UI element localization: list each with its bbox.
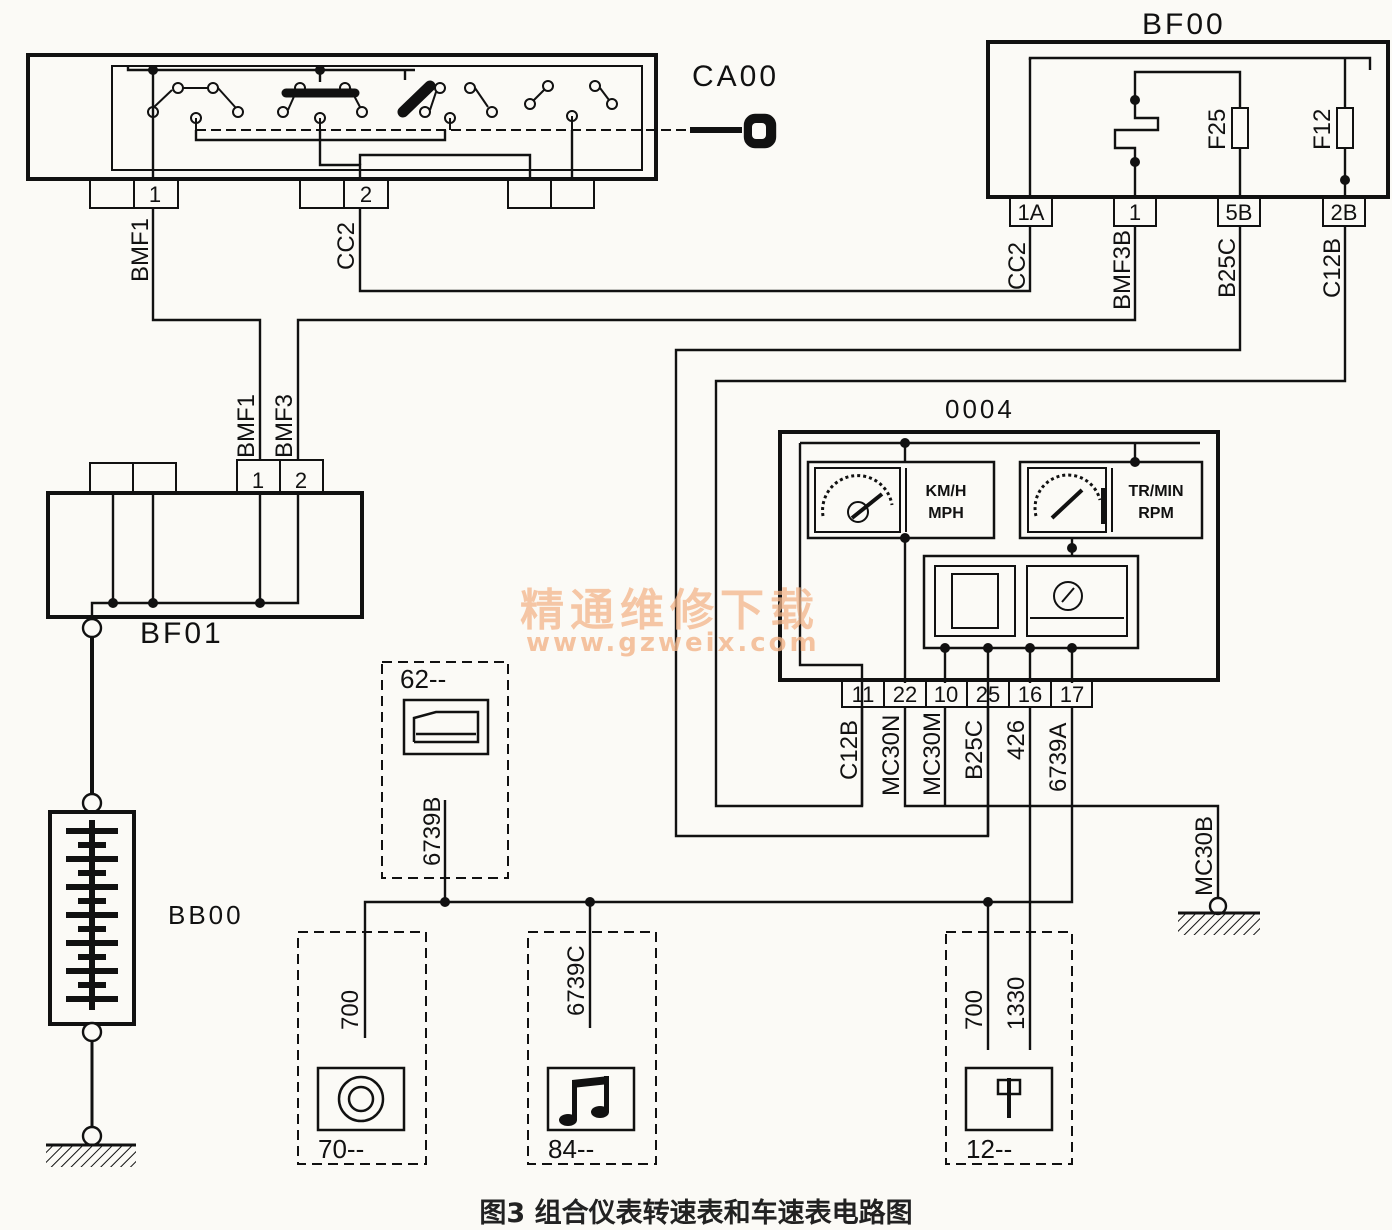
module-icons <box>316 698 1054 1132</box>
instrument-pin-10: 10 <box>934 682 958 707</box>
module-84-label: 84-- <box>548 1134 594 1164</box>
wire-c12b-bottom: C12B <box>836 720 863 780</box>
fuse-f12: F12 <box>1309 109 1336 150</box>
module-12-label: 12-- <box>966 1134 1012 1164</box>
instrument-pin-11: 11 <box>852 682 875 707</box>
instrument-pin-22: 22 <box>893 682 917 707</box>
wire-bmf1-top: BMF1 <box>127 218 154 282</box>
wire-bmf1-bf01: BMF1 <box>233 394 260 458</box>
instrument-label: 0004 <box>945 394 1015 424</box>
watermark-cn: 精通维修下载 <box>520 585 820 636</box>
junction-dots <box>108 65 1350 907</box>
wire-700-right: 700 <box>961 990 988 1030</box>
bf01-box <box>46 459 364 639</box>
lower-wiring <box>363 707 1260 1050</box>
instrument-pin-25: 25 <box>976 682 1000 707</box>
music-note-icon <box>559 1076 609 1126</box>
wire-mc30n: MC30N <box>878 715 905 796</box>
bf00-pin-5b: 5B <box>1226 200 1253 225</box>
wire-426: 426 <box>1003 720 1030 760</box>
bf01-pin-1: 1 <box>252 468 264 493</box>
bf00-pin-1: 1 <box>1129 200 1141 225</box>
upper-wiring <box>151 208 1347 838</box>
wire-6739a: 6739A <box>1045 723 1072 792</box>
wire-bmf3-bf01: BMF3 <box>271 394 298 458</box>
ca00-switch <box>26 53 777 209</box>
wire-700-left: 700 <box>337 990 364 1030</box>
figure-caption: 图3 组合仪表转速表和车速表电路图 <box>479 1198 913 1229</box>
wire-bmf3b: BMF3B <box>1109 230 1136 310</box>
wire-mc30m: MC30M <box>919 712 946 796</box>
wire-1330: 1330 <box>1003 977 1030 1030</box>
bf00-pin-2b: 2B <box>1331 200 1358 225</box>
fuse-f25: F25 <box>1204 109 1231 150</box>
bf00-pin-1a: 1A <box>1018 200 1045 225</box>
ca00-pin-1: 1 <box>149 182 161 207</box>
bb00-label: BB00 <box>168 900 244 930</box>
wire-6739c: 6739C <box>563 945 590 1016</box>
wire-6739b: 6739B <box>419 797 446 866</box>
bf01-label: BF01 <box>140 617 224 650</box>
ca00-label: CA00 <box>692 60 779 93</box>
instrument-pin-16: 16 <box>1018 682 1042 707</box>
speed-unit-kmh: KM/H <box>926 483 967 500</box>
wire-b25c-top: B25C <box>1214 238 1241 298</box>
rpm-unit-trmin: TR/MIN <box>1128 483 1183 500</box>
instrument-pin-17: 17 <box>1060 682 1084 707</box>
bf00-label: BF00 <box>1142 8 1226 41</box>
module-boxes <box>297 661 1073 1165</box>
watermark-url: www.gzweix.com <box>526 628 820 658</box>
instrument-0004 <box>778 430 1220 708</box>
wire-cc2-top: CC2 <box>333 222 360 270</box>
wire-b25c-bottom: B25C <box>961 720 988 780</box>
wire-cc2-right: CC2 <box>1004 242 1031 290</box>
bb00-battery <box>46 637 136 1167</box>
wire-mc30b: MC30B <box>1191 816 1218 896</box>
bb00-cells <box>66 820 118 1010</box>
ca00-pin-2: 2 <box>360 182 372 207</box>
rpm-unit-rpm: RPM <box>1138 505 1174 522</box>
module-70-label: 70-- <box>318 1134 364 1164</box>
module-62-label: 62-- <box>400 664 446 694</box>
bf01-pin-2: 2 <box>295 468 307 493</box>
speed-unit-mph: MPH <box>928 505 964 522</box>
wire-c12b-top: C12B <box>1319 238 1346 298</box>
